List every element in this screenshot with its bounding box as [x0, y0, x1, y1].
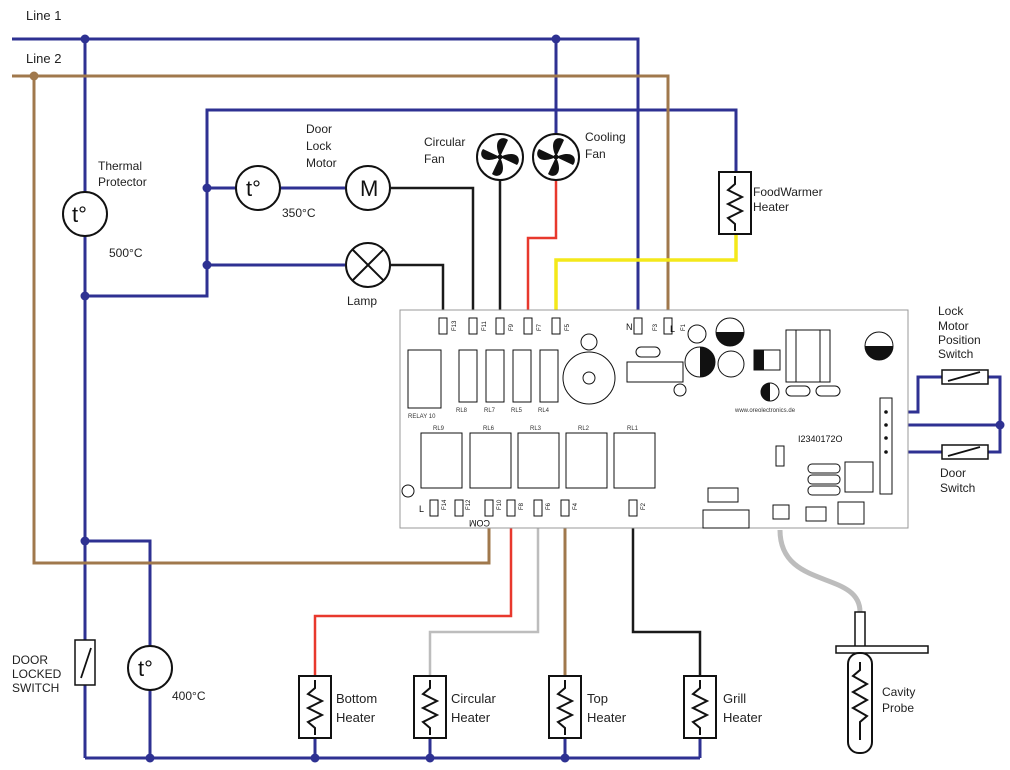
probe-cable [777, 529, 863, 613]
grill-heater-icon [683, 675, 717, 739]
svg-text:Heater: Heater [451, 710, 491, 725]
svg-text:Heater: Heater [723, 710, 763, 725]
svg-text:t°: t° [246, 176, 261, 201]
circular-fan-icon [476, 133, 524, 181]
svg-text:F10: F10 [497, 499, 503, 510]
svg-text:Motor: Motor [938, 319, 969, 333]
svg-text:Fan: Fan [424, 152, 445, 166]
svg-text:Switch: Switch [938, 347, 973, 361]
door-lock-thermostat: t° [235, 165, 281, 211]
svg-text:F4: F4 [573, 502, 579, 510]
svg-text:Lock: Lock [306, 139, 332, 153]
bottom-heater-icon [298, 675, 332, 739]
svg-text:F12: F12 [466, 499, 472, 510]
line2-wires [12, 74, 670, 676]
svg-text:www.oreolectronics.de: www.oreolectronics.de [734, 408, 796, 414]
svg-text:Circular: Circular [424, 135, 465, 149]
cavity-thermostat: t° [127, 645, 173, 691]
lock-motor-switch-icon [941, 369, 989, 385]
svg-text:I2340172O: I2340172O [798, 434, 843, 444]
svg-text:t°: t° [72, 202, 87, 227]
cooling-fan-icon [532, 133, 580, 181]
red-wires [313, 180, 558, 676]
circular-heater-icon [413, 675, 447, 739]
black-wires [391, 180, 702, 676]
svg-text:RL5: RL5 [511, 408, 523, 414]
yellow-wire [554, 235, 738, 318]
svg-text:Door: Door [940, 466, 966, 480]
svg-text:400°C: 400°C [172, 689, 206, 703]
svg-text:F7: F7 [537, 323, 543, 331]
control-board: F13 F11 F9 F7 F5 F3 F1 F14 F12 F10 F8 F6… [399, 309, 909, 529]
svg-text:RL2: RL2 [578, 426, 590, 432]
svg-text:Circular: Circular [451, 691, 496, 706]
svg-text:F1: F1 [681, 323, 687, 331]
svg-text:SWITCH: SWITCH [12, 681, 59, 695]
svg-text:F5: F5 [565, 323, 571, 331]
svg-text:F3: F3 [653, 323, 659, 331]
food-warmer-heater-icon [718, 171, 752, 235]
svg-text:Probe: Probe [882, 701, 914, 715]
svg-text:Lock: Lock [938, 304, 964, 318]
svg-text:M: M [360, 176, 378, 201]
lamp-icon [345, 242, 391, 288]
svg-text:Heater: Heater [753, 200, 789, 214]
svg-text:L: L [670, 324, 675, 334]
svg-text:Grill: Grill [723, 691, 746, 706]
top-heater-icon [548, 675, 582, 739]
svg-text:Heater: Heater [336, 710, 376, 725]
svg-text:Heater: Heater [587, 710, 627, 725]
svg-text:FoodWarmer: FoodWarmer [753, 185, 823, 199]
svg-text:350°C: 350°C [282, 206, 316, 220]
svg-text:RL8: RL8 [456, 408, 468, 414]
svg-text:LOCKED: LOCKED [12, 667, 62, 681]
svg-text:500°C: 500°C [109, 246, 143, 260]
labels: Line 1 Line 2 Thermal Protector 500°C Do… [12, 8, 981, 725]
svg-text:COM: COM [469, 518, 490, 528]
svg-text:DOOR: DOOR [12, 653, 48, 667]
svg-text:t°: t° [138, 656, 153, 681]
svg-text:F9: F9 [509, 323, 515, 331]
svg-text:Top: Top [587, 691, 608, 706]
svg-text:RELAY 10: RELAY 10 [408, 414, 436, 420]
svg-text:F6: F6 [546, 502, 552, 510]
svg-text:RL9: RL9 [433, 426, 445, 432]
svg-text:Fan: Fan [585, 147, 606, 161]
svg-text:L: L [419, 504, 424, 514]
svg-text:RL4: RL4 [538, 408, 550, 414]
svg-text:RL6: RL6 [483, 426, 495, 432]
svg-text:RL7: RL7 [484, 408, 496, 414]
svg-text:F2: F2 [641, 502, 647, 510]
svg-text:RL1: RL1 [627, 426, 639, 432]
door-switch-icon [941, 444, 989, 460]
svg-text:Position: Position [938, 333, 981, 347]
grey-wire [428, 522, 540, 676]
line1-label: Line 1 [26, 8, 61, 23]
cavity-probe-icon [835, 611, 929, 754]
svg-text:RL3: RL3 [530, 426, 542, 432]
line2-label: Line 2 [26, 51, 61, 66]
svg-text:Lamp: Lamp [347, 294, 377, 308]
door-locked-switch-icon [74, 639, 96, 686]
door-lock-motor: M [345, 165, 391, 211]
junction-dots [80, 34, 1005, 763]
svg-text:Cavity: Cavity [882, 685, 915, 699]
svg-text:Cooling: Cooling [585, 130, 626, 144]
thermal-protector: t° [62, 191, 108, 237]
svg-text:F13: F13 [452, 320, 458, 331]
svg-text:F14: F14 [442, 499, 448, 510]
svg-text:Protector: Protector [98, 175, 147, 189]
svg-text:Thermal: Thermal [98, 159, 142, 173]
svg-text:Motor: Motor [306, 156, 337, 170]
svg-text:Switch: Switch [940, 481, 975, 495]
svg-text:Bottom: Bottom [336, 691, 377, 706]
svg-text:N: N [626, 322, 633, 332]
svg-text:Door: Door [306, 122, 332, 136]
svg-text:F8: F8 [519, 502, 525, 510]
svg-text:F11: F11 [482, 320, 488, 331]
line2-junction [29, 71, 39, 81]
